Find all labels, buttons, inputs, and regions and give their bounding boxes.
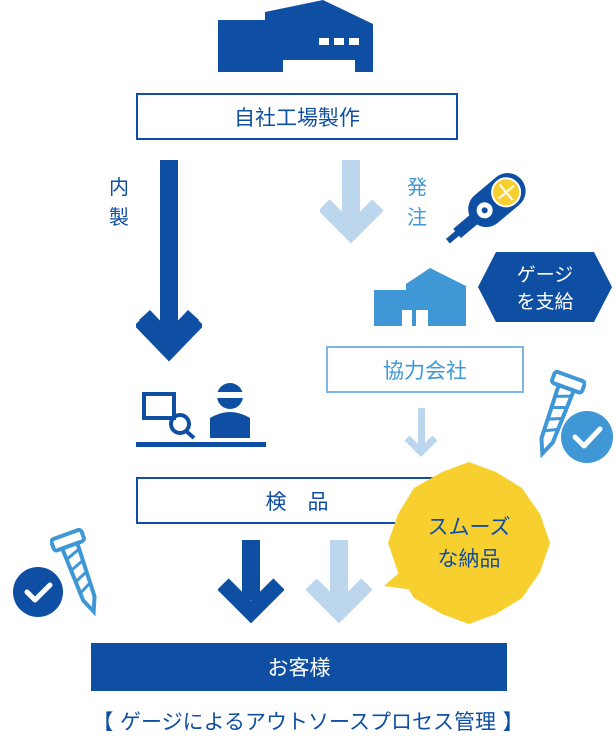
arrow-in-house (136, 160, 202, 362)
badge-smooth-delivery-line1: スムーズ (428, 515, 511, 539)
badge-gauge-supply-line2: を支給 (516, 291, 573, 313)
node-inspection-label: 検 品 (265, 489, 329, 514)
badge-smooth-delivery-line2: な納品 (438, 547, 501, 571)
arrow-partner-to-inspection (404, 408, 438, 457)
node-factory-label: 自社工場製作 (234, 105, 360, 130)
node-customer-label: お客様 (267, 656, 331, 680)
check-icon (13, 567, 63, 617)
badge-gauge-supply-line1: ゲージ (517, 264, 574, 286)
edge-in-house-label: 内製 (109, 175, 129, 229)
screw-icon (539, 370, 586, 459)
node-customer: お客様 (91, 643, 507, 691)
factory-icon (218, 0, 373, 72)
edge-order-label: 発注 (407, 175, 427, 229)
gauge-icon (446, 173, 526, 244)
arrow-inspection-to-customer (218, 540, 284, 624)
node-factory: 自社工場製作 (136, 93, 458, 140)
warehouse-icon (374, 268, 466, 326)
arrow-order (320, 160, 384, 244)
check-icon (561, 411, 613, 463)
node-partner: 協力会社 (326, 346, 524, 393)
arrow-partner-to-customer (306, 540, 372, 624)
badge-gauge-supply: ゲージ を支給 (478, 252, 612, 322)
inspector-icon (136, 383, 266, 447)
node-partner-label: 協力会社 (383, 358, 467, 383)
badge-smooth-delivery: スムーズ な納品 (384, 462, 550, 624)
diagram-caption: 【 ゲージによるアウトソースプロセス管理 】 (92, 710, 524, 734)
screw-icon (50, 528, 97, 617)
